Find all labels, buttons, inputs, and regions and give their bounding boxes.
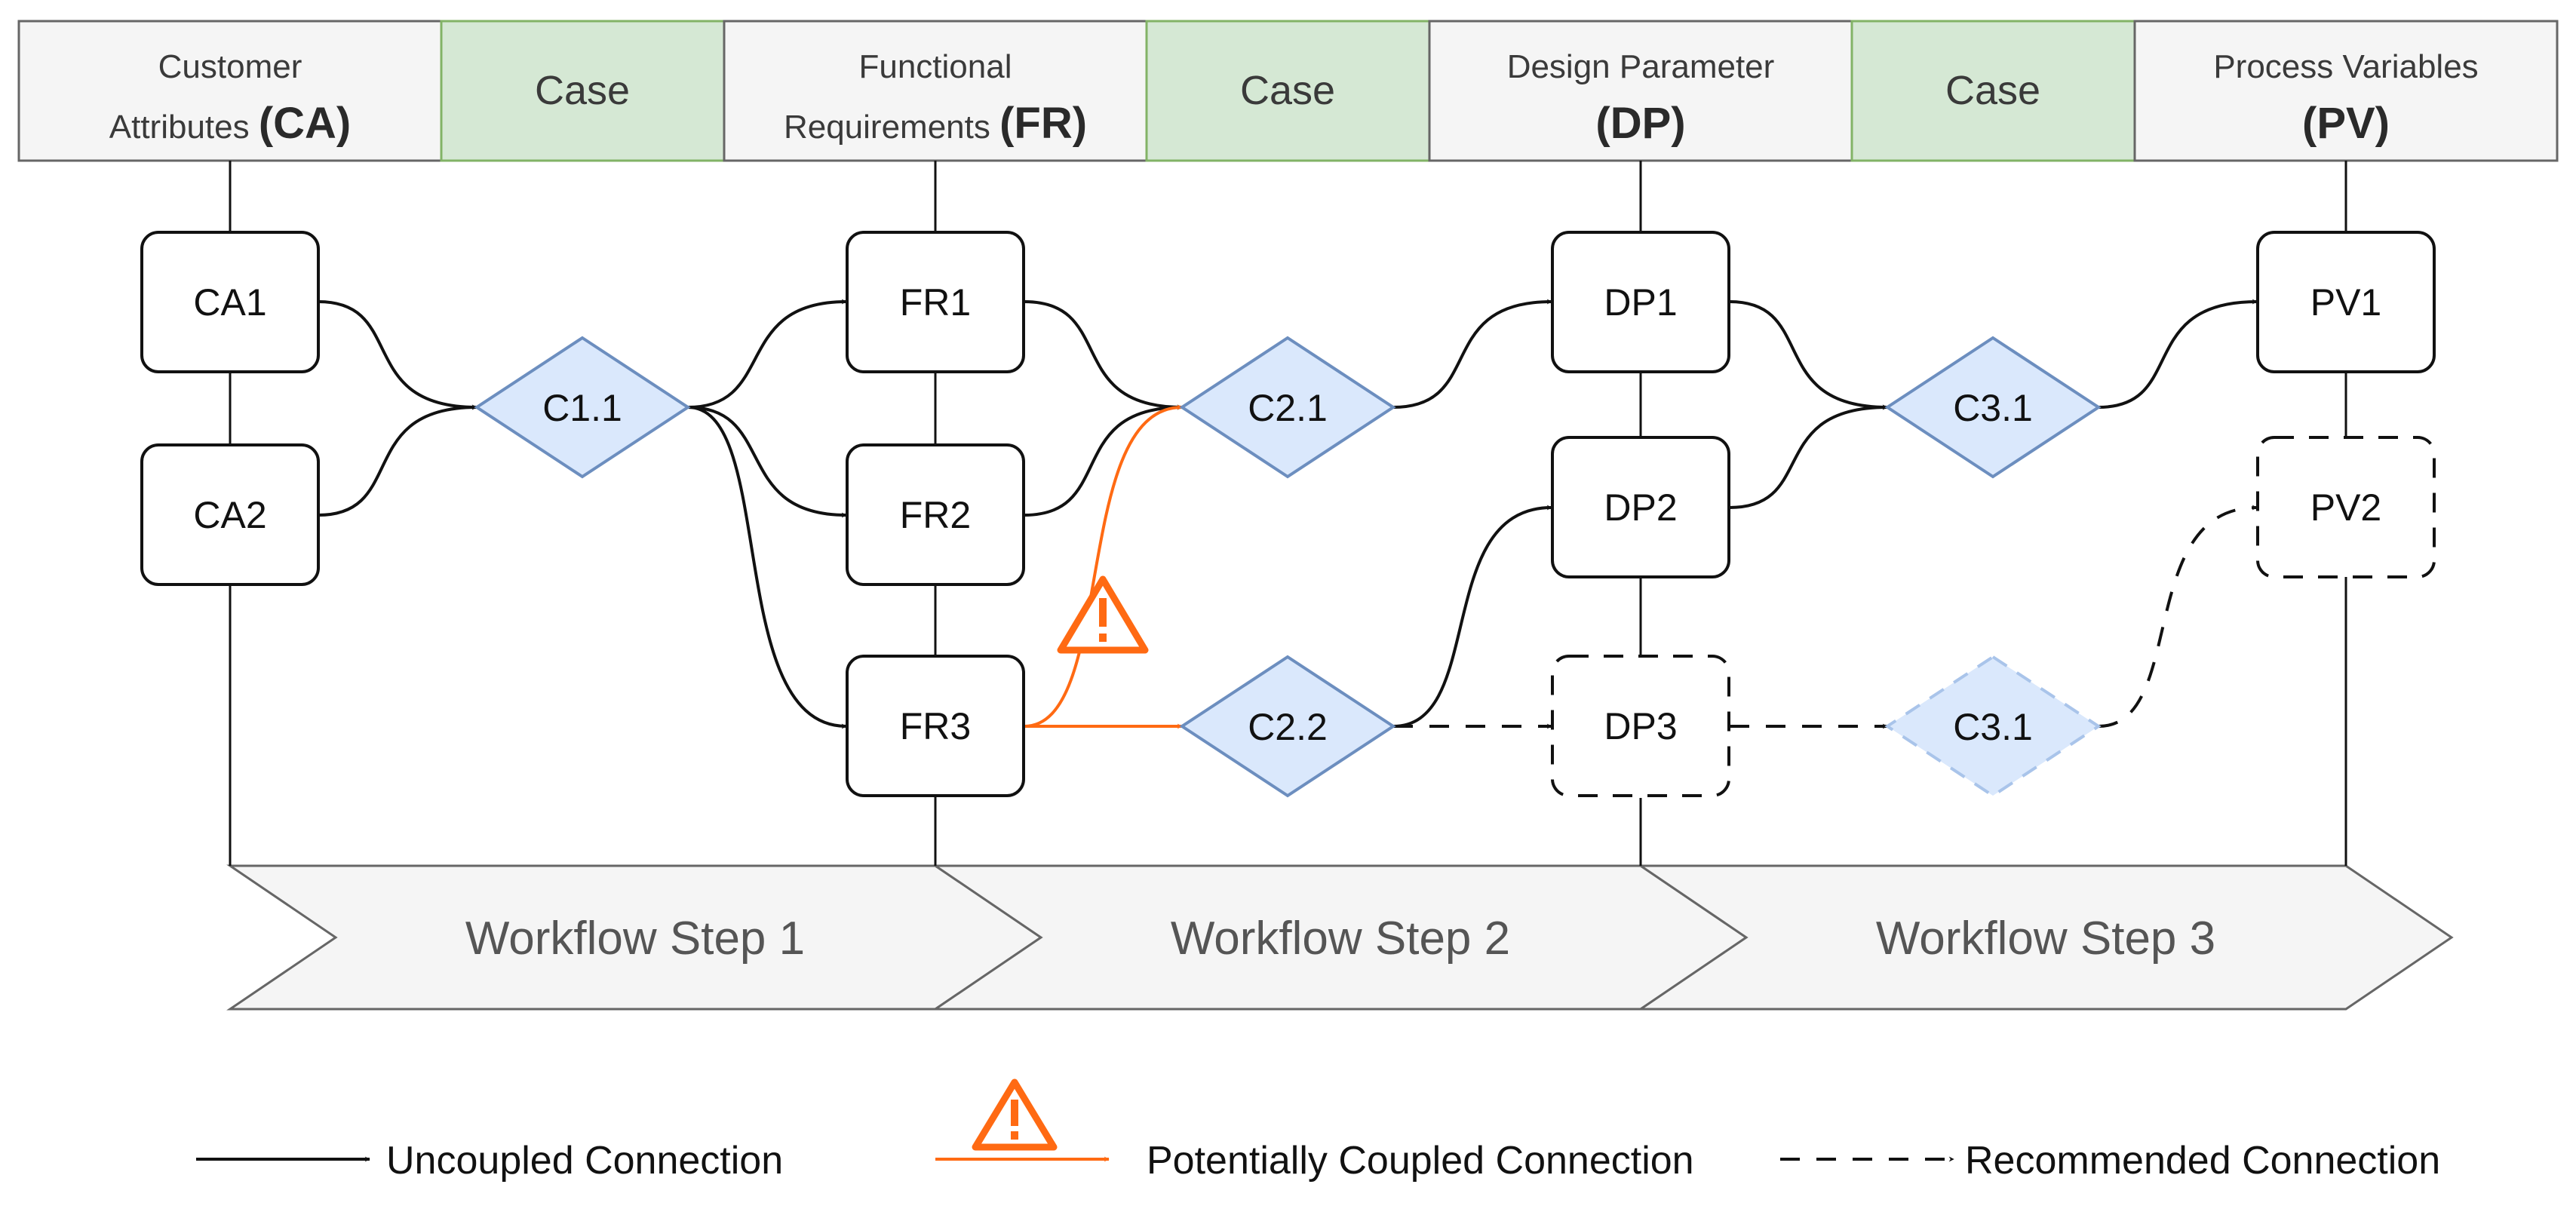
case-c22-label: C2.2 bbox=[1248, 706, 1328, 748]
node-dp2 bbox=[1551, 436, 1730, 578]
header-dp-line2: (DP) bbox=[1595, 99, 1685, 148]
header-row: Customer Attributes (CA) Case Functional… bbox=[17, 20, 2559, 162]
node-ca2 bbox=[140, 443, 320, 586]
node-fr2 bbox=[846, 443, 1025, 586]
node-fr3-label: FR3 bbox=[900, 705, 971, 747]
node-dp1 bbox=[1551, 231, 1730, 373]
edge-ca2-c11 bbox=[318, 404, 477, 517]
edge-c21-dp1 bbox=[1392, 299, 1552, 409]
header-pv-line1: Process Variables bbox=[2213, 48, 2478, 85]
node-pv1 bbox=[2256, 231, 2436, 373]
node-ca1-label: CA1 bbox=[193, 281, 266, 324]
node-fr2-label: FR2 bbox=[900, 494, 971, 536]
header-case-2-label: Case bbox=[1240, 68, 1335, 113]
node-pv2 bbox=[2256, 436, 2436, 578]
edge-fr3-c21-coupled bbox=[1024, 404, 1183, 728]
legend-coupled-label: Potentially Coupled Connection bbox=[1147, 1139, 1694, 1183]
edge-c11-fr3 bbox=[687, 406, 847, 729]
case-c31-label: C3.1 bbox=[1953, 387, 2033, 429]
header-cell-customer-attributes bbox=[17, 20, 443, 162]
workflow-steps: Workflow Step 1 Workflow Step 2 Workflow… bbox=[226, 864, 2454, 1011]
case-c11-label: C1.1 bbox=[542, 387, 622, 429]
potentially-coupled-connections bbox=[1024, 404, 1183, 729]
case-diamond-c22 bbox=[1179, 655, 1396, 798]
node-pv1-label: PV1 bbox=[2310, 281, 2382, 324]
warning-triangle-icon bbox=[1057, 575, 1149, 654]
node-dp3-label: DP3 bbox=[1604, 705, 1677, 747]
case-diamond-c21 bbox=[1179, 336, 1396, 479]
node-ca1 bbox=[140, 231, 320, 373]
edge-ca1-c11 bbox=[318, 300, 477, 410]
edge-dp1-c31 bbox=[1729, 300, 1888, 410]
workflow-step-3-label: Workflow Step 3 bbox=[1876, 913, 2215, 965]
header-cell-process-variables bbox=[2133, 20, 2559, 162]
legend-uncoupled-label: Uncoupled Connection bbox=[386, 1139, 783, 1183]
header-cell-case-2 bbox=[1145, 20, 1431, 162]
header-cell-case-3 bbox=[1850, 20, 2136, 162]
uncoupled-connections bbox=[318, 299, 2258, 729]
node-ca2-label: CA2 bbox=[193, 494, 266, 536]
edge-c31-pv1 bbox=[2098, 299, 2258, 409]
workflow-step-2-label: Workflow Step 2 bbox=[1171, 913, 1510, 965]
workflow-step-1-label: Workflow Step 1 bbox=[465, 913, 805, 965]
edge-c11-fr2 bbox=[687, 406, 847, 518]
edge-c22-dp2 bbox=[1392, 505, 1552, 728]
header-pv-line2: (PV) bbox=[2302, 99, 2390, 148]
nodes: CA1 CA2 FR1 FR2 FR3 DP1 DP2 DP3 PV1 PV2 bbox=[140, 231, 2436, 797]
header-case-1-label: Case bbox=[535, 68, 630, 113]
legend: Uncoupled Connection Potentially Coupled… bbox=[196, 1078, 2440, 1183]
node-fr1-label: FR1 bbox=[900, 281, 971, 324]
header-fr-line1: Functional bbox=[858, 48, 1012, 85]
case-diamond-c31-recommended bbox=[1884, 655, 2102, 798]
case-c31-recommended-label: C3.1 bbox=[1953, 706, 2033, 748]
recommended-connections bbox=[1393, 505, 2258, 729]
node-dp2-label: DP2 bbox=[1604, 486, 1677, 529]
node-pv2-label: PV2 bbox=[2310, 486, 2382, 529]
node-dp1-label: DP1 bbox=[1604, 281, 1677, 324]
edge-c11-fr1 bbox=[687, 299, 847, 409]
legend-recommended-label: Recommended Connection bbox=[1965, 1139, 2440, 1183]
edge-dp2-c31 bbox=[1729, 404, 1888, 509]
node-fr1 bbox=[846, 231, 1025, 373]
edge-fr1-c21 bbox=[1024, 300, 1183, 410]
header-fr-line2: Requirements (FR) bbox=[784, 99, 1087, 148]
node-fr3 bbox=[846, 655, 1025, 797]
case-diamond-c31 bbox=[1884, 336, 2102, 479]
edge-fr2-c21 bbox=[1024, 404, 1183, 517]
header-ca-line1: Customer bbox=[158, 48, 302, 85]
header-case-3-label: Case bbox=[1945, 68, 2040, 113]
case-diamond-c11 bbox=[474, 336, 691, 479]
case-diamonds: C1.1 C2.1 C2.2 C3.1 C3.1 bbox=[474, 336, 2102, 798]
legend-warning-icon bbox=[972, 1078, 1058, 1151]
header-dp-line1: Design Parameter bbox=[1507, 48, 1775, 85]
node-dp3 bbox=[1551, 655, 1730, 797]
case-c21-label: C2.1 bbox=[1248, 387, 1328, 429]
edge-c31-recommended-pv2 bbox=[2098, 505, 2258, 728]
header-ca-line2: Attributes (CA) bbox=[109, 99, 352, 148]
